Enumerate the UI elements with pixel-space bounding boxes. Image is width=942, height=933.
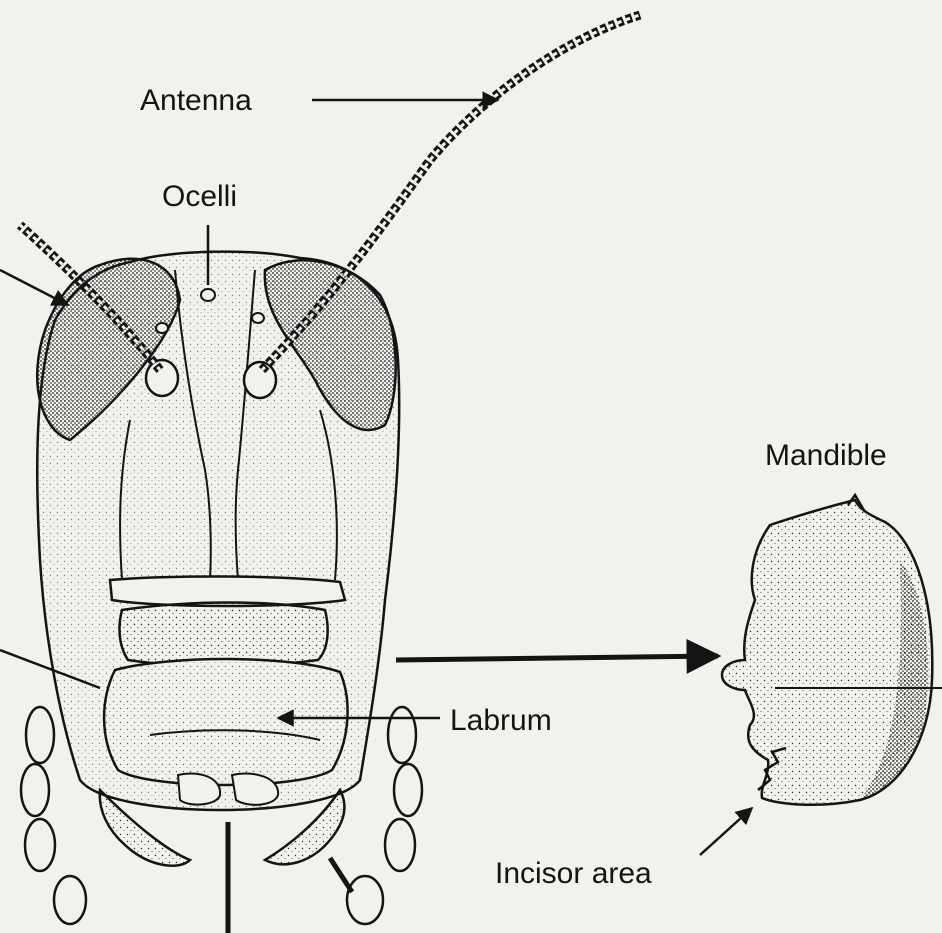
compound-eye-leader — [0, 270, 68, 305]
incisor-leader — [700, 808, 752, 855]
incisor-area-label: Incisor area — [495, 857, 652, 890]
clypeus-band — [120, 603, 328, 667]
mandible-label: Mandible — [765, 439, 887, 472]
antenna-label: Antenna — [140, 84, 252, 117]
mandible-detail — [722, 495, 932, 805]
ocelli-label: Ocelli — [162, 180, 237, 213]
labrum-shading — [104, 659, 347, 785]
mandible-pointer-arrow — [396, 656, 718, 660]
labrum-label: Labrum — [450, 704, 552, 737]
palp-leader — [330, 858, 352, 892]
